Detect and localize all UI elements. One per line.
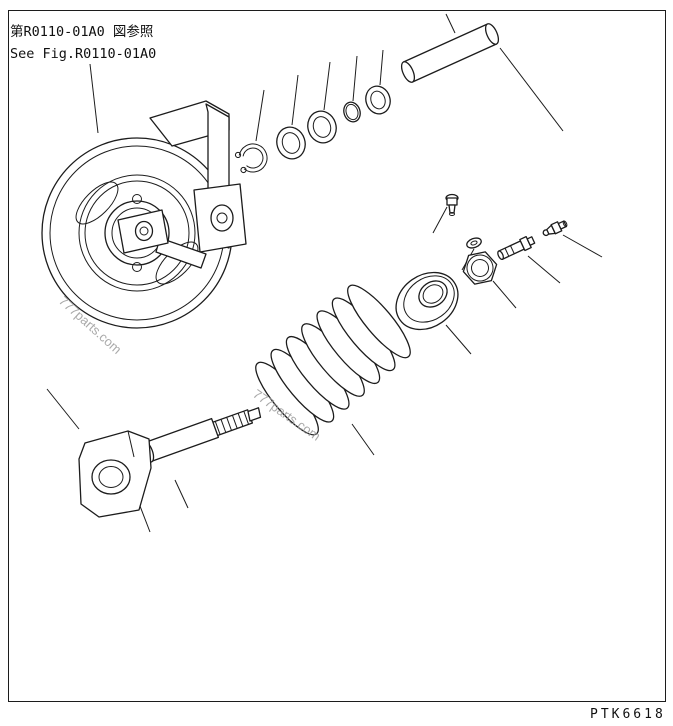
leader-line bbox=[432, 206, 448, 234]
valve-stem bbox=[497, 235, 536, 261]
spring-seat-plate bbox=[395, 271, 459, 331]
figure-reference-jp: 第R0110-01A0 図参照 bbox=[10, 23, 153, 40]
lock-nut bbox=[462, 251, 498, 285]
leader-line bbox=[379, 49, 384, 86]
leader-line bbox=[499, 47, 564, 132]
washer bbox=[466, 237, 482, 249]
leader-line bbox=[351, 423, 375, 456]
seal-ring-2 bbox=[307, 110, 337, 144]
leader-lines bbox=[46, 13, 603, 533]
leader-line bbox=[89, 63, 99, 134]
seal-ring-1 bbox=[276, 126, 306, 160]
idler-support-bracket bbox=[117, 100, 247, 269]
snap-ring bbox=[234, 143, 268, 174]
leader-line bbox=[291, 74, 299, 126]
recoil-rod bbox=[141, 407, 262, 463]
grease-nipple bbox=[542, 220, 568, 237]
yoke-bracket bbox=[78, 430, 152, 518]
leader-line bbox=[445, 324, 472, 355]
idler-pin bbox=[400, 23, 500, 83]
leader-line bbox=[46, 388, 80, 430]
collar-ring bbox=[365, 85, 391, 115]
leader-line bbox=[527, 255, 561, 284]
drawing-code: PTK6618 bbox=[590, 707, 666, 722]
drawing-border bbox=[8, 10, 666, 702]
o-ring bbox=[343, 101, 361, 123]
figure-reference-en: See Fig.R0110-01A0 bbox=[10, 46, 156, 62]
recoil-spring bbox=[255, 284, 411, 436]
leader-line bbox=[562, 234, 603, 258]
leader-line bbox=[323, 61, 331, 111]
leader-line bbox=[174, 479, 189, 509]
leader-line bbox=[139, 505, 151, 533]
leader-line bbox=[445, 13, 456, 34]
grease-fitting bbox=[445, 193, 459, 216]
leader-line bbox=[255, 89, 265, 142]
leader-line bbox=[352, 55, 358, 102]
leader-line bbox=[492, 280, 517, 309]
